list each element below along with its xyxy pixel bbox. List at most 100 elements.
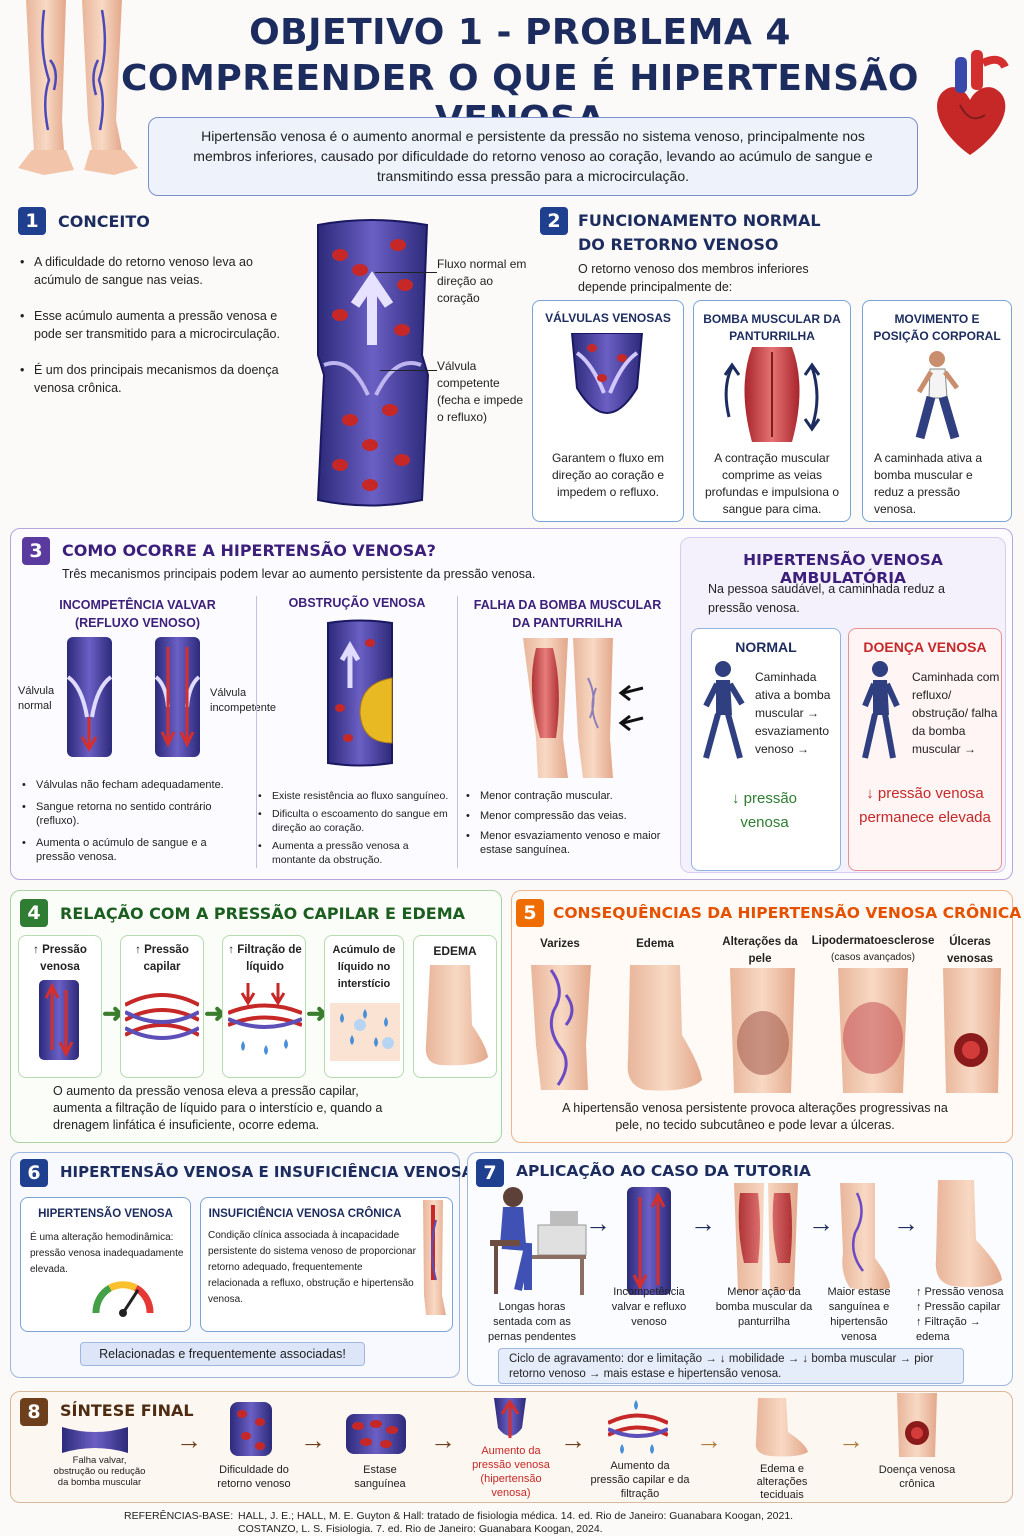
- venous-hypertension-desc: É uma alteração hemodinâmica: pressão ve…: [30, 1232, 184, 1275]
- cvi-desc: Condição clínica associada à incapacidad…: [208, 1230, 416, 1305]
- section-1-title: CONCEITO: [58, 212, 150, 231]
- mech-2-bullet-2: Dificulta o escoamento do sangue em dire…: [258, 807, 453, 835]
- consequence-ulcer-label: Úlceras venosas: [946, 936, 994, 965]
- swollen-foot-icon: [935, 1180, 1002, 1288]
- aggravation-cycle: Ciclo de agravamento: dor e limitação → …: [498, 1348, 964, 1384]
- section-2-title: FUNCIONAMENTO NORMAL DO RETORNO VENOSO: [578, 211, 821, 254]
- synthesis-6: Edema e alterações teciduais: [756, 1463, 808, 1501]
- case-step-4: Maior estase sanguínea e hipertensão ven…: [827, 1286, 891, 1343]
- case-step-2: Incompetência valvar e refluxo venoso: [611, 1286, 687, 1328]
- mech-3-list: Menor contração muscular. Menor compress…: [466, 789, 671, 865]
- failing-valve-icon: [62, 1427, 128, 1453]
- walking-normal-icon: [703, 661, 745, 759]
- valve-icon: [570, 333, 644, 414]
- concept-bullet-1: A dificuldade do retorno venoso leva ao …: [20, 253, 285, 289]
- card-valves-title: VÁLVULAS VENOSAS: [545, 311, 671, 325]
- case-step-5: ↑ Pressão venosa ↑ Pressão capilar ↑ Fil…: [916, 1286, 1004, 1343]
- concept-list: A dificuldade do retorno venoso leva ao …: [20, 253, 285, 405]
- label-normal-flow: Fluxo normal em direção ao coração: [437, 257, 527, 305]
- label-valve-normal: Válvula normal: [18, 685, 55, 712]
- varices-leg-icon: [531, 965, 591, 1090]
- stasis-icon: [346, 1414, 406, 1454]
- stasis-leg-icon: [840, 1183, 890, 1291]
- heart-icon: [937, 50, 1009, 155]
- concept-bullet-2: Esse acúmulo aumenta a pressão venosa e …: [20, 307, 285, 343]
- venous-hypertension-title: HIPERTENSÃO VENOSA: [38, 1208, 173, 1220]
- card-movement-title: MOVIMENTO E POSIÇÃO CORPORAL: [873, 312, 1001, 343]
- venous-return-icon: [230, 1402, 272, 1456]
- related-note: Relacionadas e frequentemente associadas…: [80, 1342, 365, 1366]
- reflux-vein-icon: [627, 1187, 671, 1295]
- normal-valve-icon: [66, 637, 113, 757]
- pressure-gauge-icon: [92, 1281, 154, 1317]
- step-2-label: ↑ Pressão capilar: [135, 944, 189, 973]
- section-6-number: 6: [20, 1159, 48, 1187]
- step-3-label: ↑ Filtração de líquido: [228, 944, 302, 973]
- mech-3-bullet-1: Menor contração muscular.: [466, 789, 671, 803]
- section-2-number: 2: [540, 207, 568, 235]
- card-pump-title: BOMBA MUSCULAR DA PANTURRILHA: [703, 312, 841, 343]
- ulcer-leg-icon: [943, 968, 1001, 1093]
- skin-changes-icon: [730, 968, 795, 1093]
- calf-weak-icon: [734, 1183, 798, 1291]
- legs-illustration: [18, 0, 138, 175]
- incompetent-valve-icon: [154, 637, 201, 757]
- section-8-number: 8: [20, 1398, 48, 1426]
- consequence-skin-label: Alterações da pele: [722, 936, 798, 965]
- edema-leg-icon: [627, 965, 702, 1091]
- section-5-title: CONSEQUÊNCIAS DA HIPERTENSÃO VENOSA CRÔN…: [553, 904, 1022, 922]
- section-5-desc: A hipertensão venosa persistente provoca…: [562, 1101, 948, 1132]
- chronic-disease-icon: [897, 1393, 937, 1457]
- consequence-lipo-label: Lipodermatoesclerose: [811, 935, 935, 947]
- seated-woman-icon: [490, 1187, 587, 1295]
- section-5-number: 5: [516, 899, 544, 927]
- reference-1: HALL, J. E.; HALL, M. E. Guyton & Hall: …: [238, 1510, 794, 1522]
- section-7-title: APLICAÇÃO AO CASO DA TUTORIA: [516, 1162, 811, 1180]
- section-2-subtitle: O retorno venoso dos membros inferiores …: [578, 262, 809, 294]
- mech-3-bullet-2: Menor compressão das veias.: [466, 809, 671, 823]
- card-pump-desc: A contração muscular comprime as veias p…: [704, 451, 840, 516]
- mech-1-bullet-1: Válvulas não fecham adequadamente.: [22, 778, 247, 792]
- synthesis-5: Aumento da pressão capilar e da filtraçã…: [590, 1460, 690, 1500]
- case-step-3: Menor ação da bomba muscular da panturri…: [715, 1286, 813, 1328]
- disease-card-title: DOENÇA VENOSA: [863, 639, 987, 655]
- normal-card-title: NORMAL: [735, 639, 797, 655]
- consequence-lipo-note: (casos avançados): [831, 952, 915, 963]
- normal-card-desc: Caminhada ativa a bomba muscular → esvaz…: [755, 670, 831, 756]
- cvi-leg-icon: [423, 1200, 446, 1315]
- mech-2-title: OBSTRUÇÃO VENOSA: [288, 596, 426, 610]
- mech-2-bullet-3: Aumenta a pressão venosa a montante da o…: [258, 839, 453, 867]
- high-pressure-icon: [494, 1398, 526, 1438]
- mech-1-bullet-3: Aumenta o acúmulo de sangue e a pressão …: [22, 836, 247, 864]
- walking-disease-icon: [862, 661, 900, 759]
- section-8-title: SÍNTESE FINAL: [60, 1401, 194, 1420]
- filtration-icon: [228, 983, 302, 1055]
- section-6-title: HIPERTENSÃO VENOSA E INSUFICIÊNCIA VENOS…: [60, 1163, 555, 1181]
- section-3-subtitle: Três mecanismos principais podem levar a…: [62, 567, 536, 581]
- synthesis-2: Dificuldade do retorno venoso: [217, 1464, 291, 1490]
- edema-tissue-icon: [755, 1398, 808, 1457]
- vein-pressure-icon: [39, 980, 79, 1060]
- step-capillary-pressure: [120, 935, 204, 1078]
- vein-valve-illustration: [316, 219, 430, 507]
- consequence-varices-label: Varizes: [540, 938, 580, 950]
- venous-hypertension-card: [20, 1197, 191, 1332]
- synthesis-1: Falha valvar, obstrução ou redução da bo…: [53, 1455, 146, 1488]
- section-4-desc: O aumento da pressão venosa eleva a pres…: [53, 1084, 383, 1132]
- reference-2: COSTANZO, L. S. Fisiologia. 7. ed. Rio d…: [238, 1523, 603, 1535]
- intro-text: Hipertensão venosa é o aumento anormal e…: [193, 128, 873, 184]
- synthesis-7: Doença venosa crônica: [878, 1464, 956, 1490]
- calf-pump-icon: [723, 347, 821, 442]
- cvi-card: [200, 1197, 453, 1332]
- section-3-number: 3: [22, 537, 50, 565]
- card-movement-desc: A caminhada ativa a bomba muscular e red…: [874, 451, 983, 516]
- section-3-title: COMO OCORRE A HIPERTENSÃO VENOSA?: [62, 541, 436, 560]
- walking-person-icon: [915, 351, 960, 440]
- card-body-movement: [862, 300, 1012, 522]
- step-5-label: EDEMA: [433, 944, 477, 958]
- section-4-title: RELAÇÃO COM A PRESSÃO CAPILAR E EDEMA: [60, 904, 465, 923]
- section-7-number: 7: [476, 1159, 504, 1187]
- edema-foot-icon: [425, 965, 488, 1066]
- interstitial-fluid-icon: [330, 1003, 400, 1061]
- normal-card-result: ↓ pressão venosa: [731, 790, 798, 831]
